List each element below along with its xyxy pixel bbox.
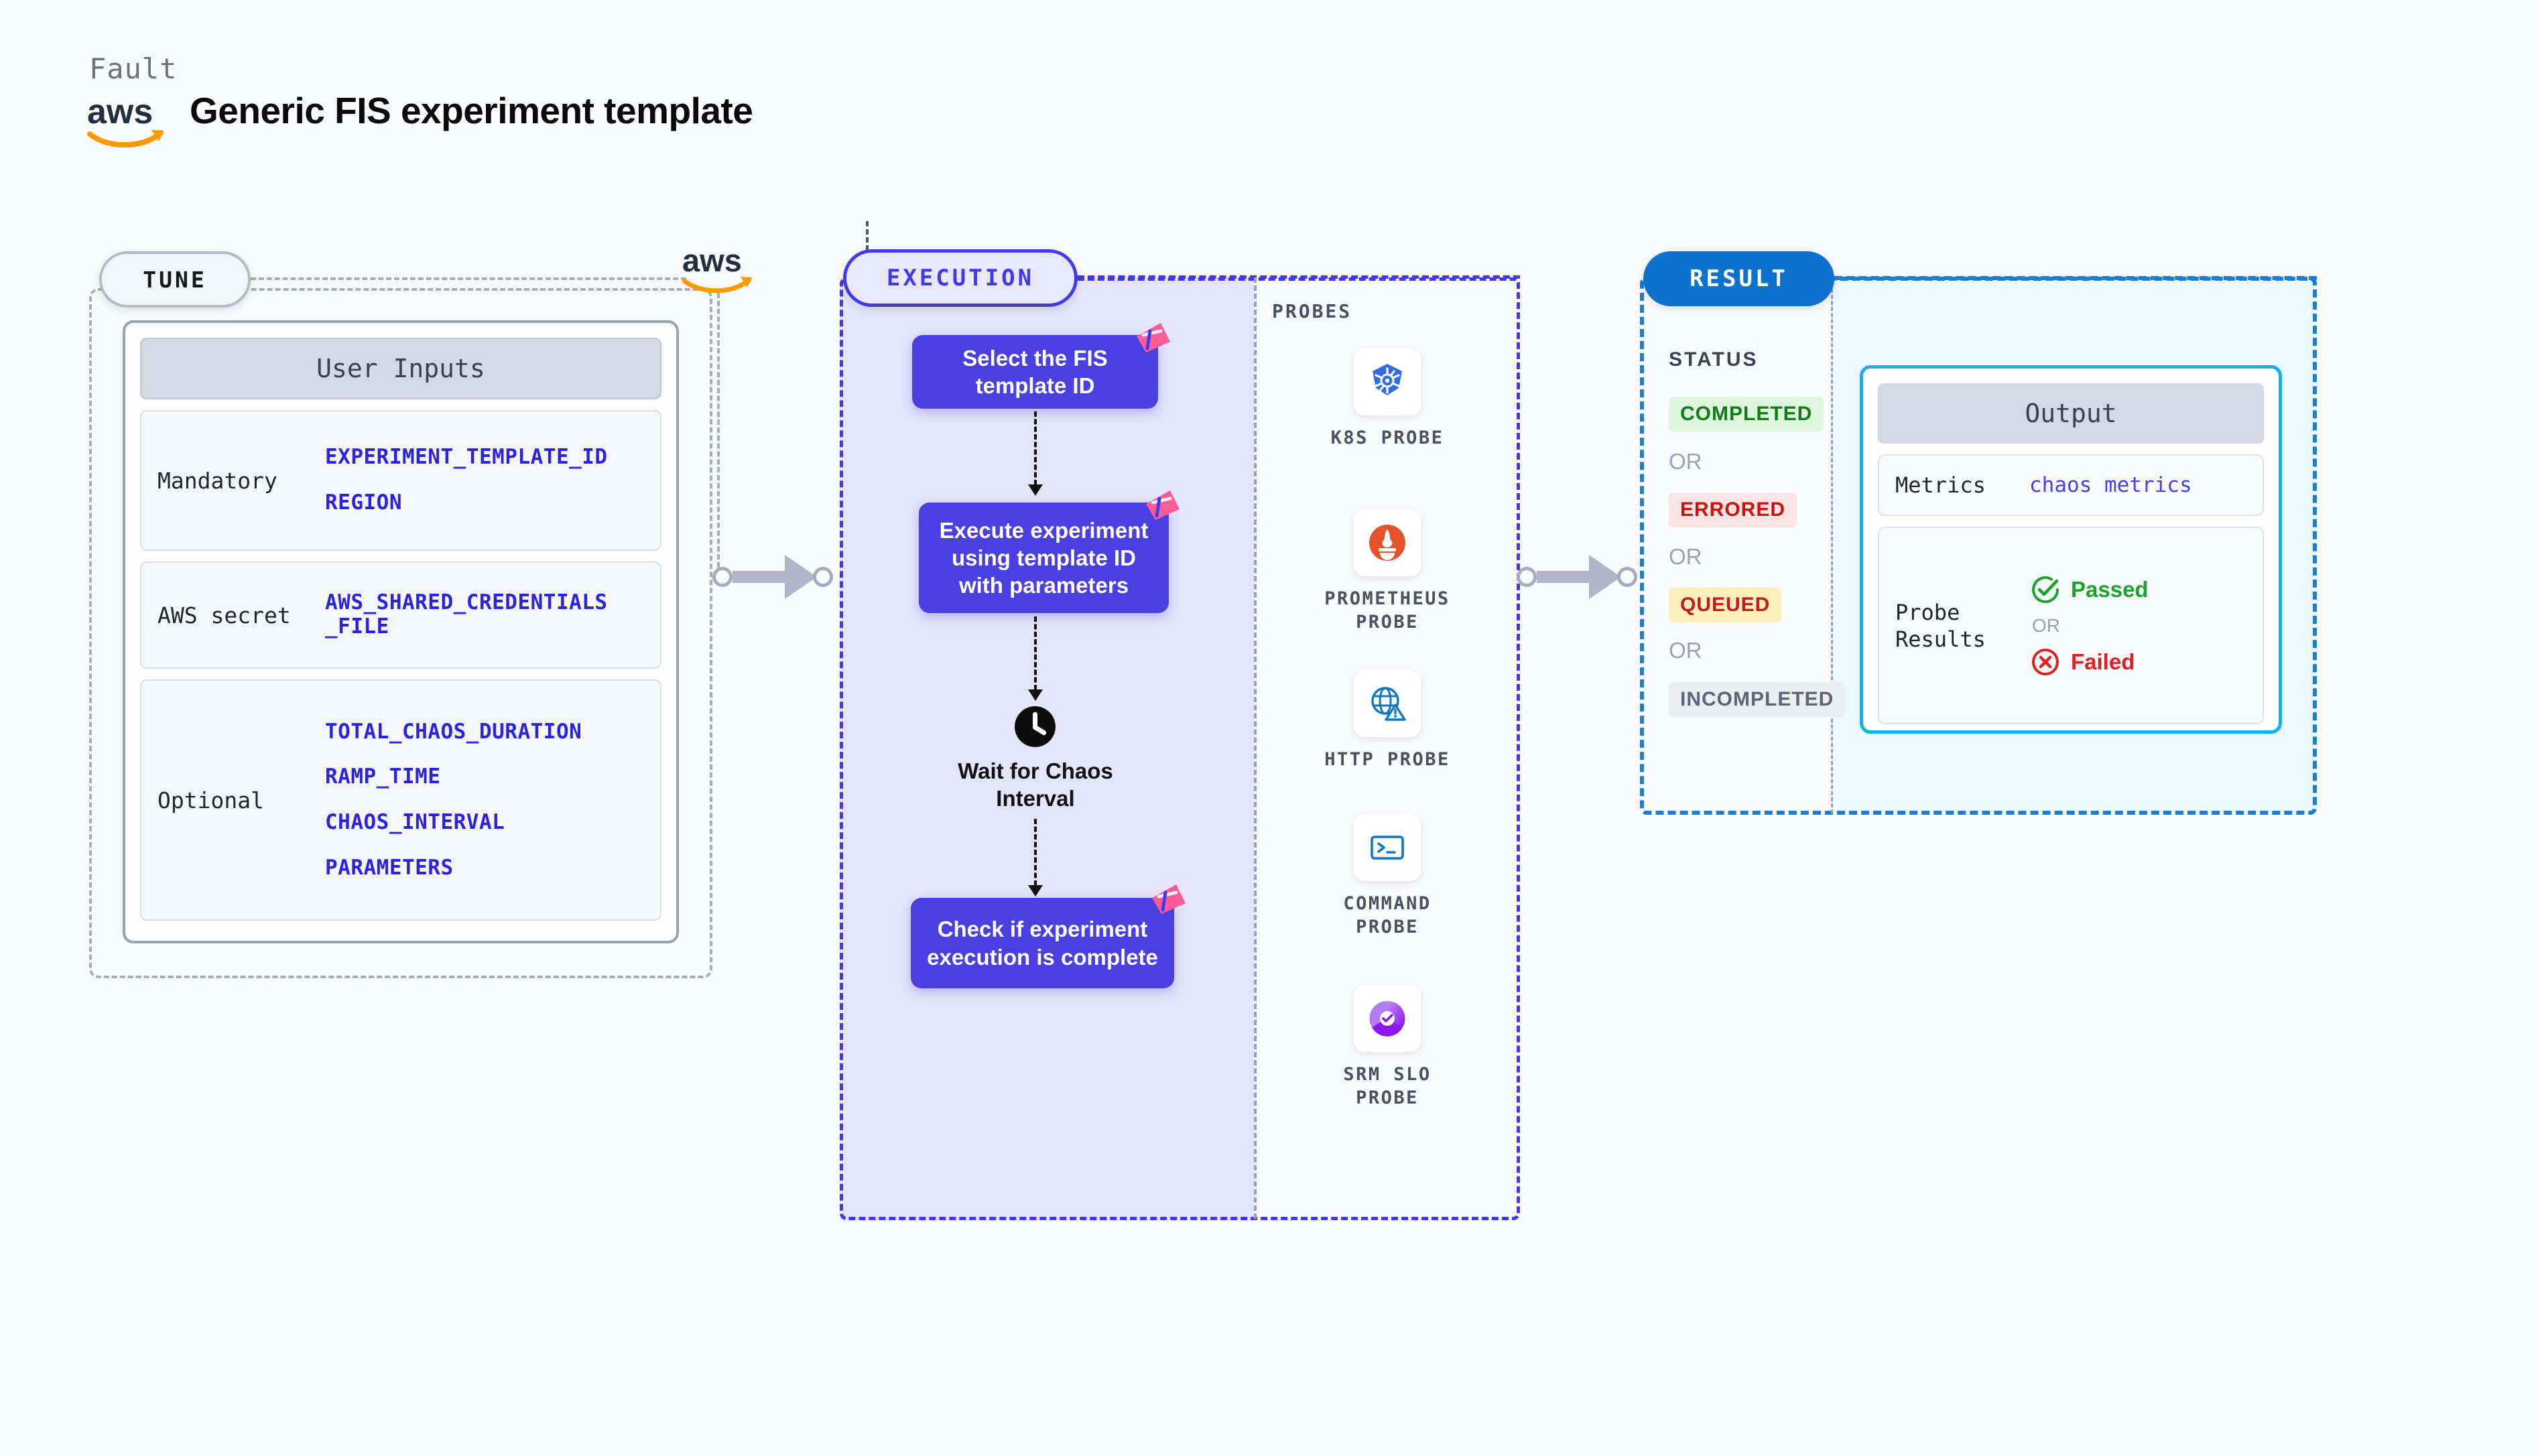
flow-step-select-template[interactable]: Select the FIS template ID [912, 335, 1158, 409]
flow-step-wait-label: Wait for Chaos Interval [958, 758, 1113, 811]
execution-panel [840, 277, 1520, 1220]
input-value: CHAOS_INTERVAL [325, 810, 505, 834]
tune-badge[interactable]: TUNE [99, 251, 251, 308]
user-inputs-card: User Inputs Mandatory EXPERIMENT_TEMPLAT… [123, 320, 679, 943]
probe-label: COMMAND PROBE [1343, 893, 1432, 938]
flow-arrow [1028, 411, 1043, 496]
aws-logo: aws [87, 92, 168, 148]
status-or-3: OR [1669, 638, 1702, 663]
output-row-probe-results: Probe Results Passed OR Failed [1878, 527, 2264, 724]
execution-stem [866, 221, 869, 251]
input-row-label: Optional [157, 787, 264, 813]
check-circle-icon [2032, 576, 2059, 603]
srm-slo-icon [1354, 985, 1421, 1052]
connector-arrowhead [785, 555, 817, 599]
execution-top-dash [1078, 275, 1520, 279]
probe-result-failed: Failed [2029, 646, 2149, 678]
status-title: STATUS [1669, 348, 1759, 371]
probe-item-command[interactable]: COMMAND PROBE [1314, 814, 1461, 939]
status-badge-queued: QUEUED [1669, 588, 1782, 622]
input-row-mandatory: Mandatory EXPERIMENT_TEMPLATE_ID REGION [140, 410, 661, 551]
connector-dot [1517, 567, 1537, 587]
result-badge[interactable]: RESULT [1643, 251, 1834, 306]
input-value: REGION [325, 490, 402, 515]
connector-bar [1537, 571, 1589, 583]
kubernetes-icon [1354, 348, 1421, 415]
aws-logo-small: aws [682, 243, 756, 293]
input-value: TOTAL_CHAOS_DURATION [325, 719, 582, 744]
input-value: AWS_SHARED_CREDENTIALS _FILE [325, 590, 608, 639]
connector-execution-to-result [1517, 555, 1637, 599]
probe-label: HTTP PROBE [1324, 749, 1450, 770]
tune-connector-dash [251, 277, 686, 280]
output-metrics-value: chaos metrics [2029, 473, 2192, 497]
connector-dot [712, 567, 733, 587]
status-badge-incompleted: INCOMPLETED [1669, 682, 1846, 717]
probe-label: K8S PROBE [1330, 427, 1444, 448]
probe-result-passed-label: Passed [2071, 576, 2149, 602]
execution-badge[interactable]: EXECUTION [843, 249, 1078, 307]
probe-result-passed: Passed [2029, 574, 2149, 606]
output-probe-label: Probe Results [1895, 599, 1986, 652]
input-row-aws-secret: AWS secret AWS_SHARED_CREDENTIALS _FILE [140, 561, 661, 669]
x-circle-icon [2032, 648, 2059, 675]
page-title: Generic FIS experiment template [190, 90, 753, 131]
tune-aws-stem [717, 293, 720, 568]
execution-fill [840, 277, 1254, 1220]
output-row-metrics: Metrics chaos metrics [1878, 454, 2264, 516]
probes-divider [1254, 277, 1257, 1219]
output-metrics-label: Metrics [1895, 472, 1986, 498]
probe-label: SRM SLO PROBE [1343, 1064, 1432, 1109]
probe-item-http[interactable]: HTTP PROBE [1314, 670, 1461, 771]
input-value: EXPERIMENT_TEMPLATE_ID [325, 445, 608, 470]
probe-item-k8s[interactable]: K8S PROBE [1314, 348, 1461, 450]
input-row-label: AWS secret [157, 602, 291, 628]
probe-item-prometheus[interactable]: PROMETHEUS PROBE [1314, 509, 1461, 634]
output-card: Output Metrics chaos metrics Probe Resul… [1860, 365, 2282, 734]
probe-result-failed-label: Failed [2071, 649, 2135, 674]
result-status-column [1640, 277, 1831, 815]
flow-arrow [1028, 616, 1043, 701]
status-badge-completed: COMPLETED [1669, 397, 1824, 432]
http-globe-icon [1354, 670, 1421, 737]
flow-step-execute-experiment[interactable]: Execute experiment using template ID wit… [919, 503, 1169, 613]
probe-result-or: OR [2032, 614, 2060, 636]
result-top-dash [1834, 276, 2317, 280]
probe-item-srm-slo[interactable]: SRM SLO PROBE [1314, 985, 1461, 1110]
prometheus-icon [1354, 509, 1421, 576]
connector-tune-to-execution [712, 555, 833, 599]
svg-text:aws: aws [682, 245, 742, 278]
input-value: RAMP_TIME [325, 765, 441, 789]
status-or-1: OR [1669, 449, 1702, 474]
flow-step-check-complete[interactable]: Check if experiment execution is complet… [911, 898, 1174, 988]
output-title: Output [1878, 383, 2264, 444]
svg-text:aws: aws [87, 94, 153, 131]
connector-dot [813, 567, 833, 587]
connector-arrowhead [1589, 555, 1621, 599]
terminal-icon [1354, 814, 1421, 881]
connector-dot [1617, 567, 1637, 587]
status-badge-errored: ERRORED [1669, 492, 1797, 527]
user-inputs-title: User Inputs [140, 338, 661, 399]
input-value: PARAMETERS [325, 855, 454, 880]
status-or-2: OR [1669, 544, 1702, 569]
tune-panel [89, 288, 712, 978]
probe-label: PROMETHEUS PROBE [1324, 588, 1450, 633]
clock-icon [1015, 706, 1056, 747]
header-eyebrow: Fault [89, 52, 178, 85]
input-row-optional: Optional TOTAL_CHAOS_DURATION RAMP_TIME … [140, 679, 661, 921]
result-divider [1831, 277, 1833, 813]
connector-bar [733, 571, 785, 583]
input-row-label: Mandatory [157, 467, 277, 494]
probes-title: PROBES [1272, 300, 1352, 322]
flow-arrow [1028, 819, 1043, 897]
